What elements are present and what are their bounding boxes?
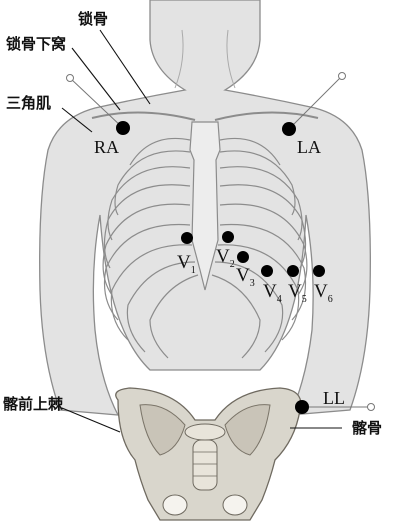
electrode-ra <box>116 121 130 135</box>
electrode-v5 <box>287 265 299 277</box>
pointer-infraclavicular <box>72 48 120 110</box>
label-asis: 髂前上棘 <box>3 395 64 413</box>
electrode-la <box>282 122 296 136</box>
label-ra: RA <box>94 137 119 157</box>
electrode-v3 <box>237 251 249 263</box>
label-ll: LL <box>323 388 345 408</box>
wire-ra-terminal <box>67 75 74 82</box>
label-infraclavicular-fossa: 锁骨下窝 <box>6 35 66 53</box>
label-la: LA <box>297 137 321 157</box>
wire-ll-terminal <box>368 404 375 411</box>
pelvis <box>116 388 301 520</box>
label-clavicle: 锁骨 <box>78 10 108 28</box>
electrode-ll <box>295 400 309 414</box>
label-ilium: 髂骨 <box>352 419 382 437</box>
electrode-v4 <box>261 265 273 277</box>
label-deltoid: 三角肌 <box>6 94 51 112</box>
electrode-v1 <box>181 232 193 244</box>
wire-la-terminal <box>339 73 346 80</box>
pointer-clavicle <box>100 30 150 104</box>
electrode-v2 <box>222 231 234 243</box>
electrode-v6 <box>313 265 325 277</box>
